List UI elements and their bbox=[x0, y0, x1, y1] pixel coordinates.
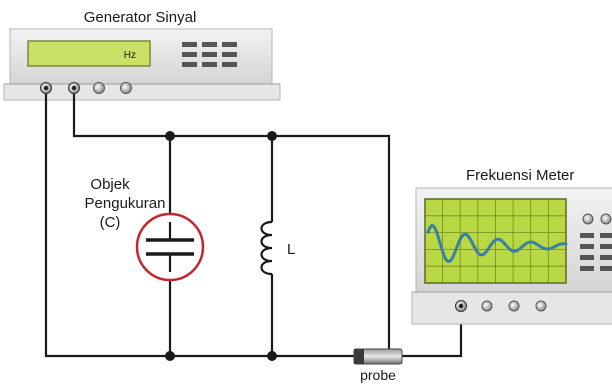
signal-generator: Generator Sinyal Hz bbox=[3, 9, 281, 101]
probe-label: probe bbox=[360, 367, 396, 383]
generator-title: Generator Sinyal bbox=[84, 9, 197, 26]
probe bbox=[353, 348, 403, 365]
meter-keypad bbox=[580, 233, 612, 271]
inductor-label: L bbox=[287, 241, 295, 258]
meter-screen-grid bbox=[425, 199, 566, 283]
generator-keypad bbox=[182, 42, 237, 67]
generator-terminals bbox=[40, 82, 80, 94]
meter-title: Frekuensi Meter bbox=[466, 167, 574, 184]
object-capacitor bbox=[135, 212, 205, 282]
generator-display bbox=[27, 40, 151, 67]
capacitor-highlight-ring bbox=[135, 212, 205, 282]
generator-display-unit: Hz bbox=[124, 50, 136, 61]
meter-input-terminal bbox=[455, 300, 467, 312]
object-label-line2: Pengukuran bbox=[85, 195, 166, 212]
object-label-line3: (C) bbox=[100, 214, 121, 231]
object-label-line1: Objek bbox=[90, 176, 130, 193]
meter-knobs-top bbox=[582, 213, 612, 225]
frequency-meter: Frekuensi Meter bbox=[411, 167, 612, 325]
junction-dots bbox=[165, 131, 277, 361]
damped-oscillation-waveform bbox=[426, 224, 568, 264]
generator-knobs bbox=[93, 82, 132, 94]
meter-knobs-bottom bbox=[481, 300, 547, 312]
inductor-coil bbox=[260, 220, 273, 276]
object-label: Objek Pengukuran (C) bbox=[85, 176, 166, 231]
